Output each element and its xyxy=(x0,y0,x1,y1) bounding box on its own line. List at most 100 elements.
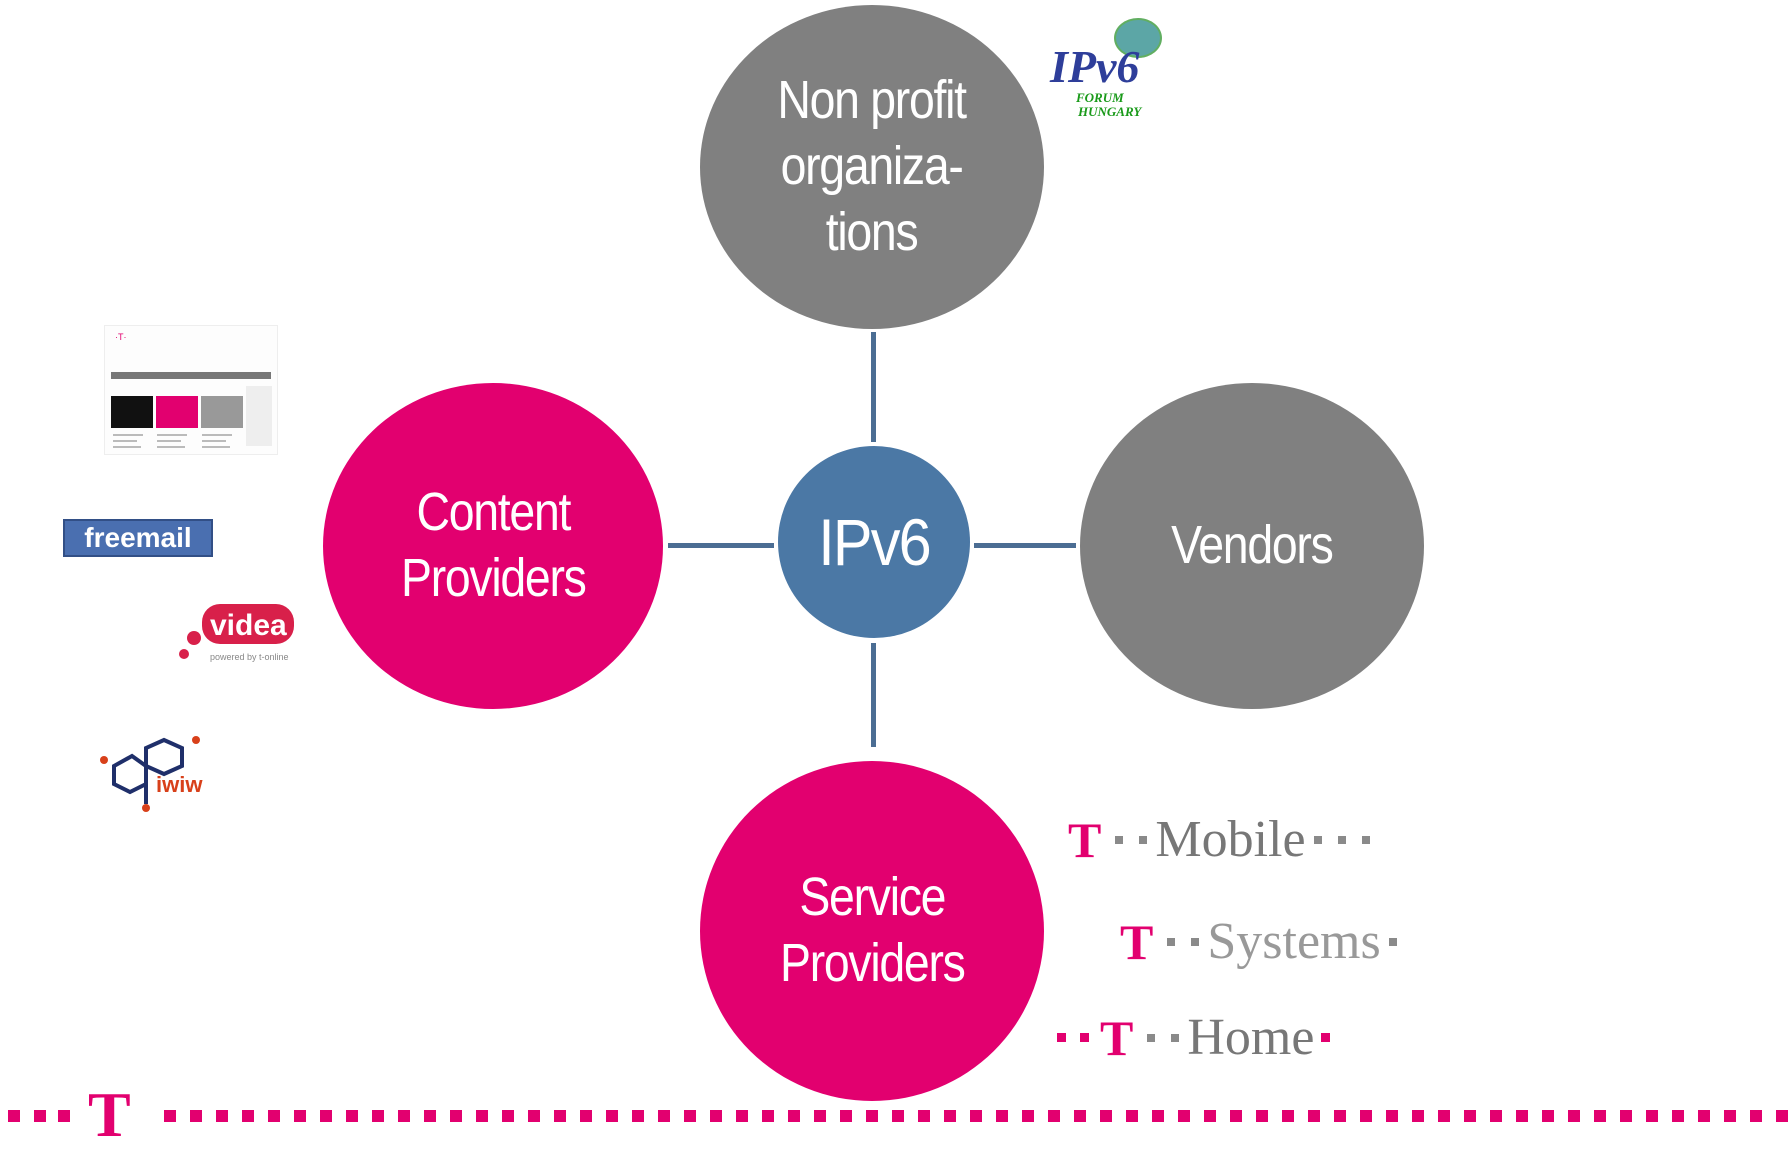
dot xyxy=(1191,937,1200,946)
footer-dot xyxy=(58,1110,70,1122)
dot xyxy=(1080,1033,1089,1042)
dot xyxy=(1167,937,1176,946)
ipv6-forum-hungary-logo: IPv6 FORUM HUNGARY xyxy=(1048,10,1168,128)
footer-dot xyxy=(372,1110,384,1122)
footer-dot xyxy=(1750,1110,1762,1122)
footer-dot xyxy=(606,1110,618,1122)
footer-dot xyxy=(918,1110,930,1122)
footer-dot xyxy=(970,1110,982,1122)
footer-dot xyxy=(1074,1110,1086,1122)
footer-dot xyxy=(1230,1110,1242,1122)
footer-dot xyxy=(788,1110,800,1122)
t-home-t-icon: T xyxy=(1100,1009,1134,1066)
footer-dot xyxy=(1308,1110,1320,1122)
footer-dot xyxy=(814,1110,826,1122)
t-mobile-brand: T Mobile xyxy=(1068,810,1378,869)
dot xyxy=(1171,1033,1180,1042)
footer-dot xyxy=(1594,1110,1606,1122)
footer-dot xyxy=(580,1110,592,1122)
connector-top xyxy=(871,332,876,442)
footer-dot xyxy=(1282,1110,1294,1122)
footer-dot xyxy=(1204,1110,1216,1122)
dot xyxy=(1361,835,1370,844)
videa-logo: videa powered by t-online xyxy=(176,600,296,668)
footer-dot xyxy=(502,1110,514,1122)
footer-dot xyxy=(1568,1110,1580,1122)
website-screenshot-icon: ·T· xyxy=(104,325,278,455)
node-non-profit-line3: tions xyxy=(826,201,919,262)
footer-dot xyxy=(1412,1110,1424,1122)
footer-dot xyxy=(1126,1110,1138,1122)
freemail-logo: freemail xyxy=(63,519,213,557)
t-systems-brand: T Systems xyxy=(1120,912,1405,971)
dot xyxy=(1321,1033,1331,1042)
footer-dot xyxy=(190,1110,202,1122)
dot xyxy=(1388,937,1397,946)
dot xyxy=(1057,1033,1066,1042)
footer-dot xyxy=(1178,1110,1190,1122)
t-systems-name: Systems xyxy=(1207,913,1381,970)
footer-dot xyxy=(1386,1110,1398,1122)
connector-right xyxy=(974,543,1076,548)
footer-dot xyxy=(1360,1110,1372,1122)
t-systems-t-icon: T xyxy=(1120,913,1154,970)
footer-dot xyxy=(684,1110,696,1122)
footer-dot xyxy=(710,1110,722,1122)
footer-dot xyxy=(320,1110,332,1122)
ipv6-forum-sub2: HUNGARY xyxy=(1077,104,1142,119)
footer-dot xyxy=(1724,1110,1736,1122)
footer-dot xyxy=(450,1110,462,1122)
footer-dot xyxy=(424,1110,436,1122)
footer-dot xyxy=(1542,1110,1554,1122)
footer-dot xyxy=(1672,1110,1684,1122)
footer-dot xyxy=(528,1110,540,1122)
footer-dot xyxy=(242,1110,254,1122)
footer-dot xyxy=(346,1110,358,1122)
node-service-line1: Service xyxy=(799,867,946,928)
node-vendors: Vendors xyxy=(1080,383,1424,709)
footer-dot xyxy=(1464,1110,1476,1122)
node-content-providers: Content Providers xyxy=(323,383,663,709)
footer-dot xyxy=(1438,1110,1450,1122)
footer-dot xyxy=(1490,1110,1502,1122)
dot xyxy=(1139,835,1148,844)
footer-t-brand-line: T xyxy=(0,1079,1789,1153)
node-service-providers: Service Providers xyxy=(700,761,1044,1101)
footer-dot xyxy=(892,1110,904,1122)
t-mobile-t-icon: T xyxy=(1068,811,1102,868)
footer-dot xyxy=(1334,1110,1346,1122)
footer-dot xyxy=(1646,1110,1658,1122)
footer-t-logo-icon: T xyxy=(88,1090,131,1150)
footer-dot xyxy=(34,1110,46,1122)
connector-bottom xyxy=(871,643,876,747)
ipv6-forum-main-text: IPv6 xyxy=(1049,41,1139,92)
footer-dot xyxy=(1256,1110,1268,1122)
node-content-line2: Providers xyxy=(400,548,587,608)
footer-dot xyxy=(1698,1110,1710,1122)
t-mobile-name: Mobile xyxy=(1155,811,1306,868)
footer-dot xyxy=(1152,1110,1164,1122)
footer-dot xyxy=(8,1110,20,1122)
footer-dot xyxy=(1022,1110,1034,1122)
dot xyxy=(1147,1033,1156,1042)
footer-dot xyxy=(216,1110,228,1122)
videa-logo-text: videa xyxy=(210,609,287,642)
footer-dot xyxy=(996,1110,1008,1122)
footer-dot xyxy=(840,1110,852,1122)
footer-dot xyxy=(1100,1110,1112,1122)
footer-dot xyxy=(1776,1110,1788,1122)
footer-dot xyxy=(1048,1110,1060,1122)
dot xyxy=(1337,835,1346,844)
node-content-line1: Content xyxy=(416,482,571,543)
footer-dot xyxy=(164,1110,176,1122)
dot xyxy=(1115,835,1124,844)
footer-dot xyxy=(866,1110,878,1122)
t-home-name: Home xyxy=(1187,1009,1315,1066)
footer-dot xyxy=(658,1110,670,1122)
footer-dot xyxy=(944,1110,956,1122)
connector-left xyxy=(668,543,774,548)
footer-dot xyxy=(268,1110,280,1122)
footer-dot xyxy=(736,1110,748,1122)
iwiw-logo-text: iwiw xyxy=(156,772,203,797)
